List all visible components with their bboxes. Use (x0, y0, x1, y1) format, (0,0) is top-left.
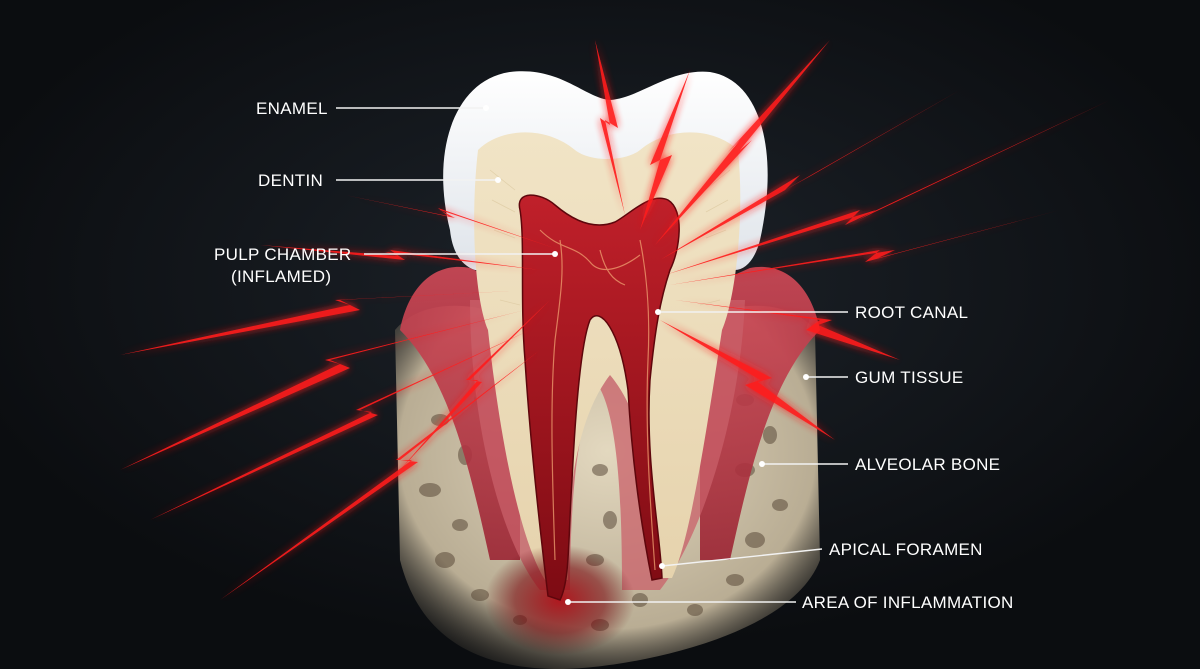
label-enamel: ENAMEL (256, 99, 328, 118)
label-pulp-chamber: PULP CHAMBER (214, 245, 351, 264)
leader-lines (336, 105, 848, 605)
pulp-vessels (539, 229, 656, 571)
label-pulp-inflamed: (INFLAMED) (231, 267, 331, 286)
label-gum-tissue: GUM TISSUE (855, 368, 963, 387)
pain-lightning-bolt-icon (120, 40, 1110, 600)
pulp-chamber (518, 194, 680, 601)
label-dentin: DENTIN (258, 171, 323, 190)
label-root-canal: ROOT CANAL (855, 303, 968, 322)
dentin-tubules (489, 169, 731, 306)
label-alveolar-bone: ALVEOLAR BONE (855, 455, 1000, 474)
label-area-of-inflammation: AREA OF INFLAMMATION (802, 593, 1014, 612)
label-apical-foramen: APICAL FORAMEN (829, 540, 983, 559)
